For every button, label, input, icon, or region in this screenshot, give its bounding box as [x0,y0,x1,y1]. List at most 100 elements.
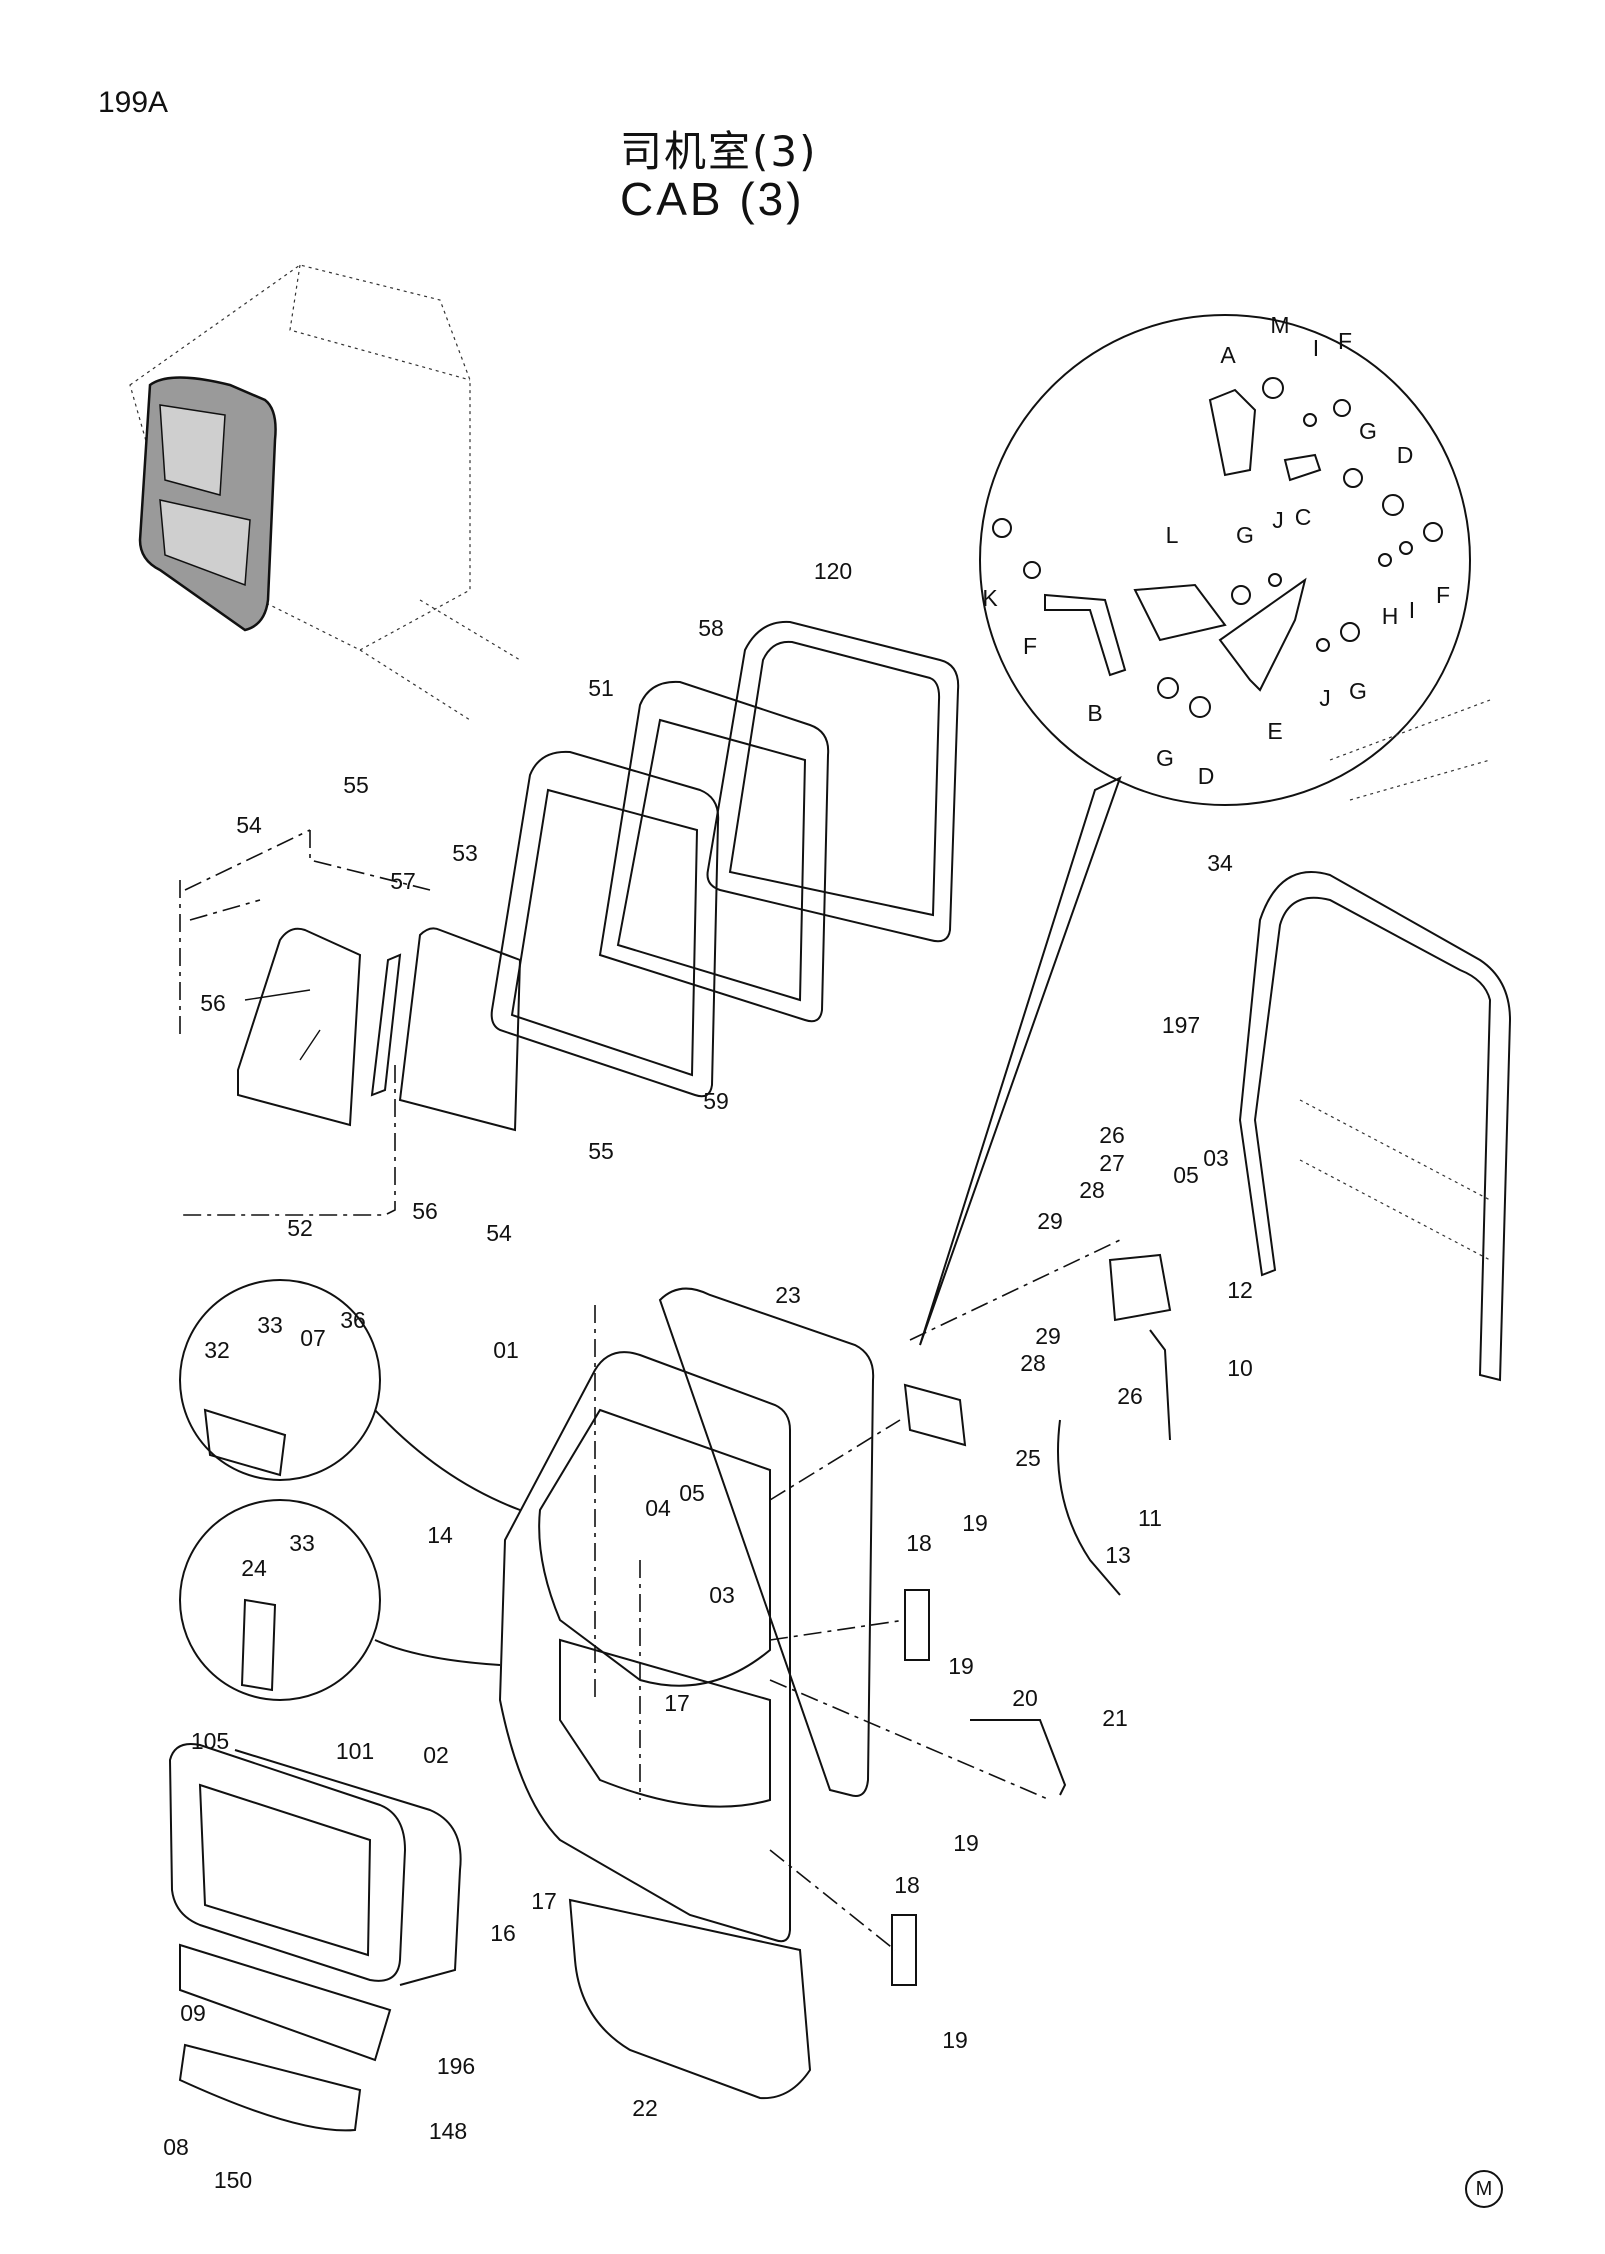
callout-g-bottom: G [1156,745,1174,771]
callout-55-mid: 55 [588,1138,614,1164]
callout-32: 32 [204,1337,230,1363]
callout-a: A [1220,342,1236,368]
callout-53: 53 [452,840,478,866]
callout-105: 105 [191,1728,229,1754]
callout-14: 14 [427,1522,453,1548]
callout-j-mid: J [1272,507,1284,533]
callout-148: 148 [429,2118,467,2144]
callout-l: L [1166,522,1179,548]
callout-54-top: 54 [236,812,262,838]
title-chinese: 司机室(3) [620,127,818,176]
callout-c: C [1295,504,1312,530]
callout-25: 25 [1015,1445,1041,1471]
callout-05-mid: 05 [679,1480,705,1506]
callout-51: 51 [588,675,614,701]
callout-16: 16 [490,1920,516,1946]
callout-33-top: 33 [257,1312,283,1338]
callout-h: H [1382,603,1399,629]
detail-circle-24 [179,1499,501,1701]
callout-52: 52 [287,1215,313,1241]
callout-59: 59 [703,1088,729,1114]
callout-196: 196 [437,2053,475,2079]
callout-17-low: 17 [531,1888,557,1914]
callout-02: 02 [423,1742,449,1768]
callout-08: 08 [163,2134,189,2160]
callout-55-top: 55 [343,772,369,798]
callout-f-top: F [1338,328,1352,354]
callout-e: E [1267,718,1282,744]
callout-24: 24 [241,1555,267,1581]
callout-m: M [1270,312,1289,338]
callout-18-top: 18 [906,1530,932,1556]
callout-34: 34 [1207,850,1233,876]
callout-19-d: 19 [942,2027,968,2053]
cab-overview-drawing [129,264,521,721]
callout-120: 120 [814,558,852,584]
callout-28-low: 28 [1020,1350,1046,1376]
callout-17-mid: 17 [664,1690,690,1716]
callout-01: 01 [493,1337,519,1363]
callout-13: 13 [1105,1542,1131,1568]
callout-05-right: 05 [1173,1162,1199,1188]
callout-10: 10 [1227,1355,1253,1381]
circle-m-mark: M [1465,2170,1503,2208]
callout-d-top: D [1397,442,1414,468]
callout-19-b: 19 [948,1653,974,1679]
callout-f-right: F [1436,582,1450,608]
callout-07: 07 [300,1325,326,1351]
callout-20: 20 [1012,1685,1038,1711]
callout-57: 57 [390,868,416,894]
callout-04: 04 [645,1495,671,1521]
callout-11: 11 [1138,1505,1162,1531]
callout-i-right: I [1409,597,1415,623]
callout-27: 27 [1099,1150,1125,1176]
callout-101: 101 [336,1738,374,1764]
callout-33-low: 33 [289,1530,315,1556]
callout-19-c: 19 [953,1830,979,1856]
callout-03-right: 03 [1203,1145,1229,1171]
callout-54-bottom: 54 [486,1220,512,1246]
detail-circle-32 [179,1279,521,1511]
inner-trim-panel [568,1898,812,2100]
callout-19-a: 19 [962,1510,988,1536]
callout-26-low: 26 [1117,1383,1143,1409]
hinge-and-latch-hardware [769,1239,1172,1986]
callout-58: 58 [698,615,724,641]
callout-28-top: 28 [1079,1177,1105,1203]
callout-22: 22 [632,2095,658,2121]
door-assembly [498,1287,875,1943]
callout-23: 23 [775,1282,801,1308]
callout-b: B [1087,700,1102,726]
callout-18-low: 18 [894,1872,920,1898]
callout-29-low: 29 [1035,1323,1061,1349]
callout-f-left: F [1023,633,1037,659]
lower-window-assembly [168,1743,462,2132]
callout-d-bottom: D [1198,763,1215,789]
callout-g-low: G [1349,678,1367,704]
callout-g-top: G [1359,418,1377,444]
cab-side-seal [1238,699,1512,1382]
sliding-glass-panels [179,829,522,1216]
callout-197: 197 [1162,1012,1200,1038]
callout-09: 09 [180,2000,206,2026]
callout-56-mid: 56 [412,1198,438,1224]
callout-12: 12 [1227,1277,1253,1303]
callout-j-low: J [1319,685,1331,711]
callout-36: 36 [340,1307,366,1333]
callout-29-top: 29 [1037,1208,1063,1234]
title-english: CAB (3) [620,173,805,225]
page-number: 199A [98,86,169,119]
callout-03-mid: 03 [709,1582,735,1608]
latch-detail-circle [919,314,1471,1346]
window-glass-frames [490,620,960,1098]
callout-k: K [982,585,998,611]
callout-21: 21 [1102,1705,1128,1731]
callout-g-mid: G [1236,522,1254,548]
callout-56-left: 56 [200,990,226,1016]
callout-i-top: I [1313,335,1319,361]
callout-26-top: 26 [1099,1122,1125,1148]
callout-150: 150 [214,2167,252,2193]
